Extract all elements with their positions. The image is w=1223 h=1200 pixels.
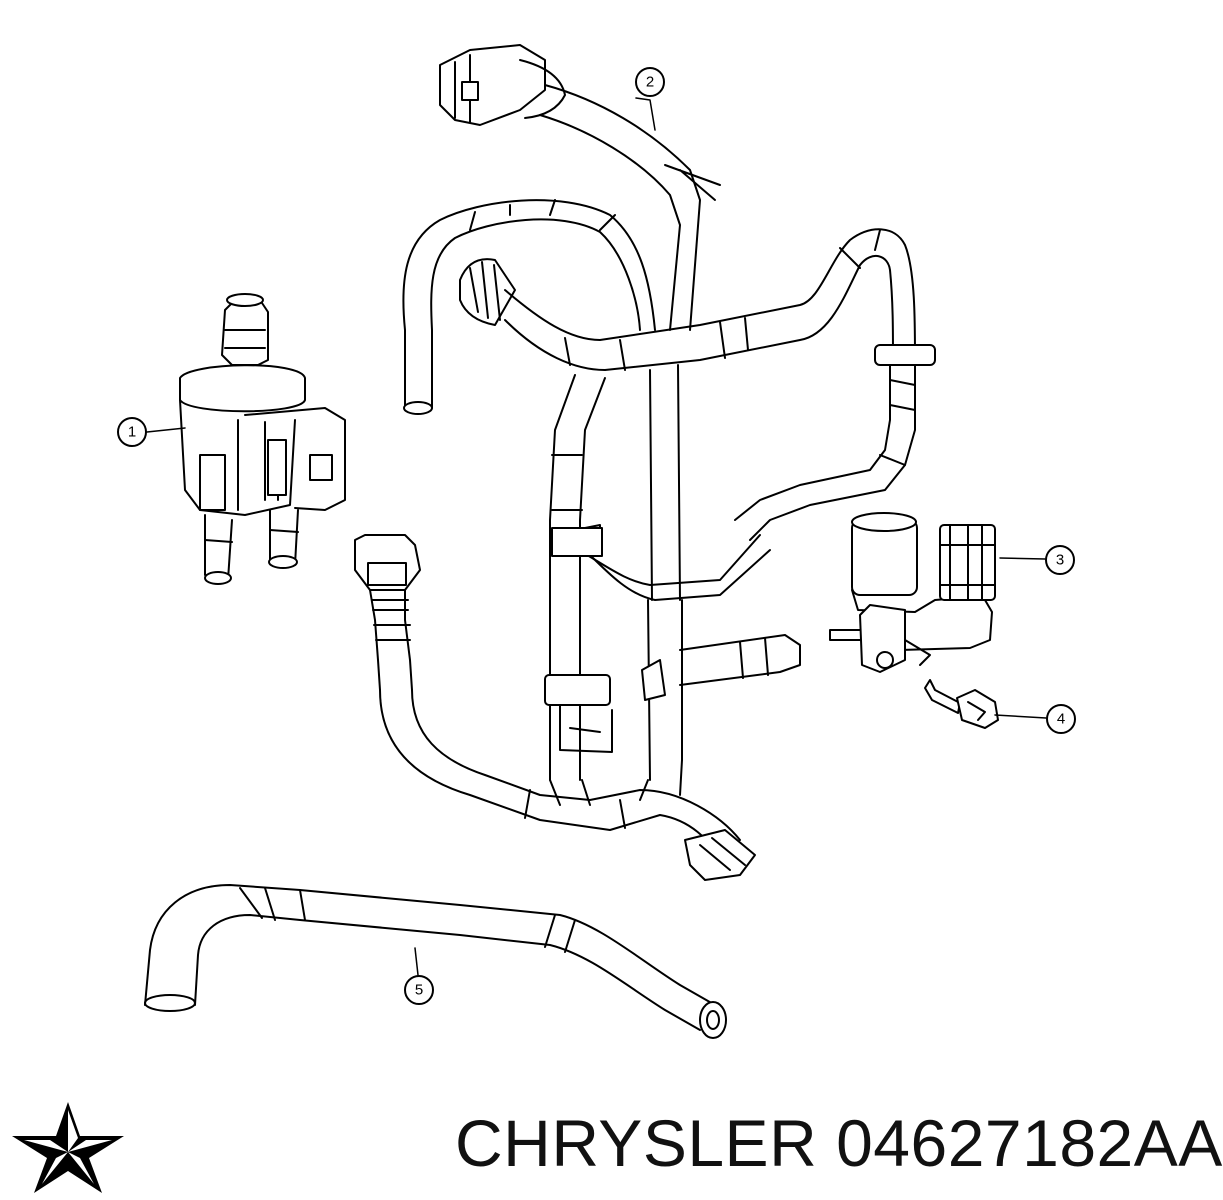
callout-1: 1 bbox=[117, 417, 147, 447]
part-number: 04627182AA bbox=[836, 1106, 1223, 1180]
separate-hose bbox=[144, 884, 727, 1039]
pentastar-logo bbox=[12, 1102, 124, 1193]
solenoid-sensor bbox=[829, 512, 996, 673]
callout-2-label: 2 bbox=[646, 74, 654, 91]
callout-5: 5 bbox=[404, 975, 434, 1005]
callout-2: 2 bbox=[635, 67, 665, 97]
callout-4: 4 bbox=[1046, 704, 1076, 734]
part-caption: CHRYSLER 04627182AA bbox=[455, 1110, 1223, 1176]
leader-lines bbox=[146, 97, 1047, 976]
fastener-bolt bbox=[924, 679, 999, 729]
callout-3: 3 bbox=[1045, 545, 1075, 575]
callout-5-label: 5 bbox=[415, 982, 423, 999]
callout-3-label: 3 bbox=[1056, 552, 1064, 569]
callout-1-label: 1 bbox=[128, 424, 136, 441]
brand-name: CHRYSLER bbox=[455, 1106, 818, 1180]
hose-harness bbox=[354, 44, 936, 881]
purge-valve bbox=[179, 293, 346, 585]
callout-4-label: 4 bbox=[1057, 711, 1065, 728]
